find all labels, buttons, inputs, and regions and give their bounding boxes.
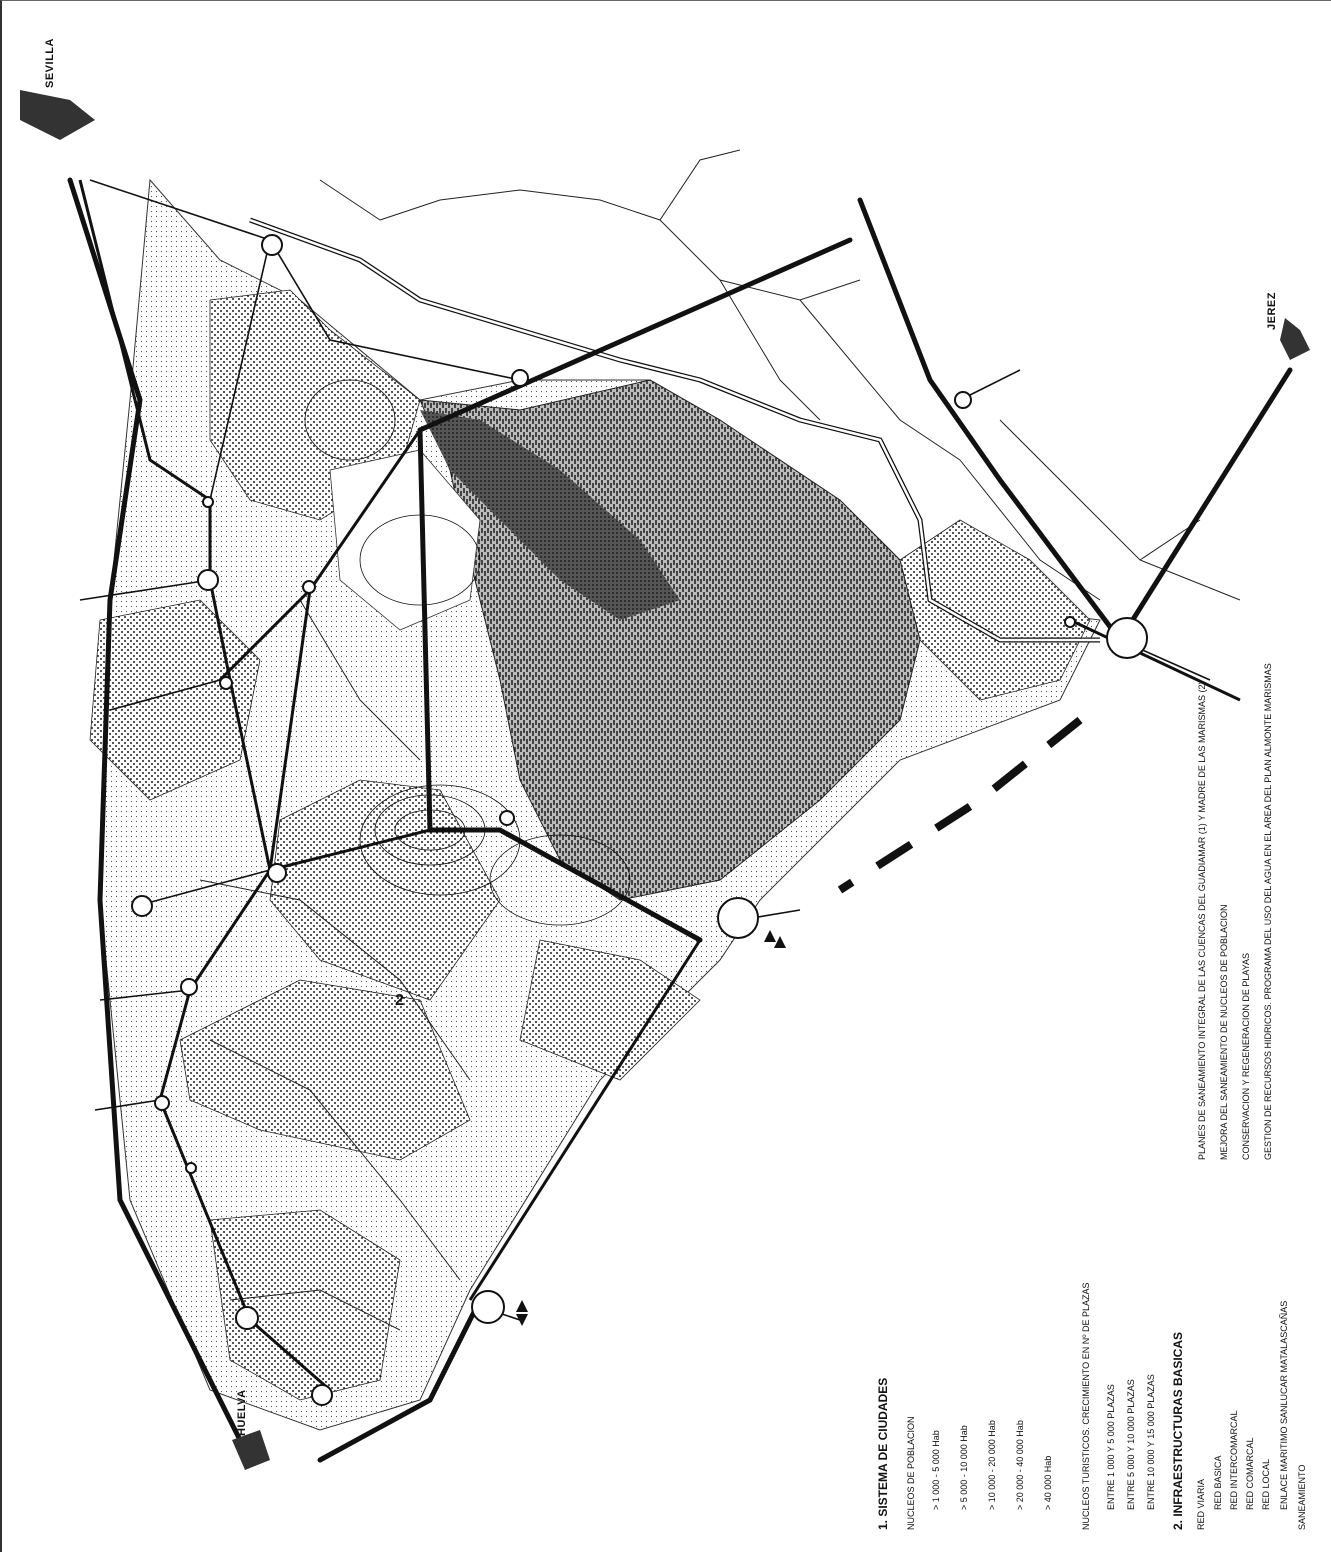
dotted-zone-southwest xyxy=(209,1209,401,1401)
sevilla-marker xyxy=(20,90,95,140)
maritime-link xyxy=(837,716,1083,894)
huelva-marker xyxy=(232,1430,270,1470)
jerez-marker xyxy=(1280,318,1310,360)
road-intercomarcal xyxy=(78,179,1241,1392)
dotted-zone-east xyxy=(899,519,1091,701)
dotted-zone-west xyxy=(89,599,261,801)
map-numeral-2: 2 xyxy=(395,992,404,1009)
population-nodes xyxy=(131,234,1148,1406)
tourist-nodes xyxy=(516,930,786,1326)
dotted-zone-center xyxy=(269,779,501,1001)
city-label-jerez: JEREZ xyxy=(1266,292,1278,330)
road-comarcal xyxy=(79,179,1211,1321)
marsh-dark-band xyxy=(420,410,680,620)
dotted-zone-coast xyxy=(519,939,701,1081)
field-boundaries xyxy=(199,149,1241,1331)
road-basic xyxy=(67,177,1293,1463)
dotted-zone-south xyxy=(179,979,471,1161)
city-label-sevilla: SEVILLA xyxy=(44,38,56,88)
city-label-huelva: HUELVA xyxy=(236,1389,248,1436)
